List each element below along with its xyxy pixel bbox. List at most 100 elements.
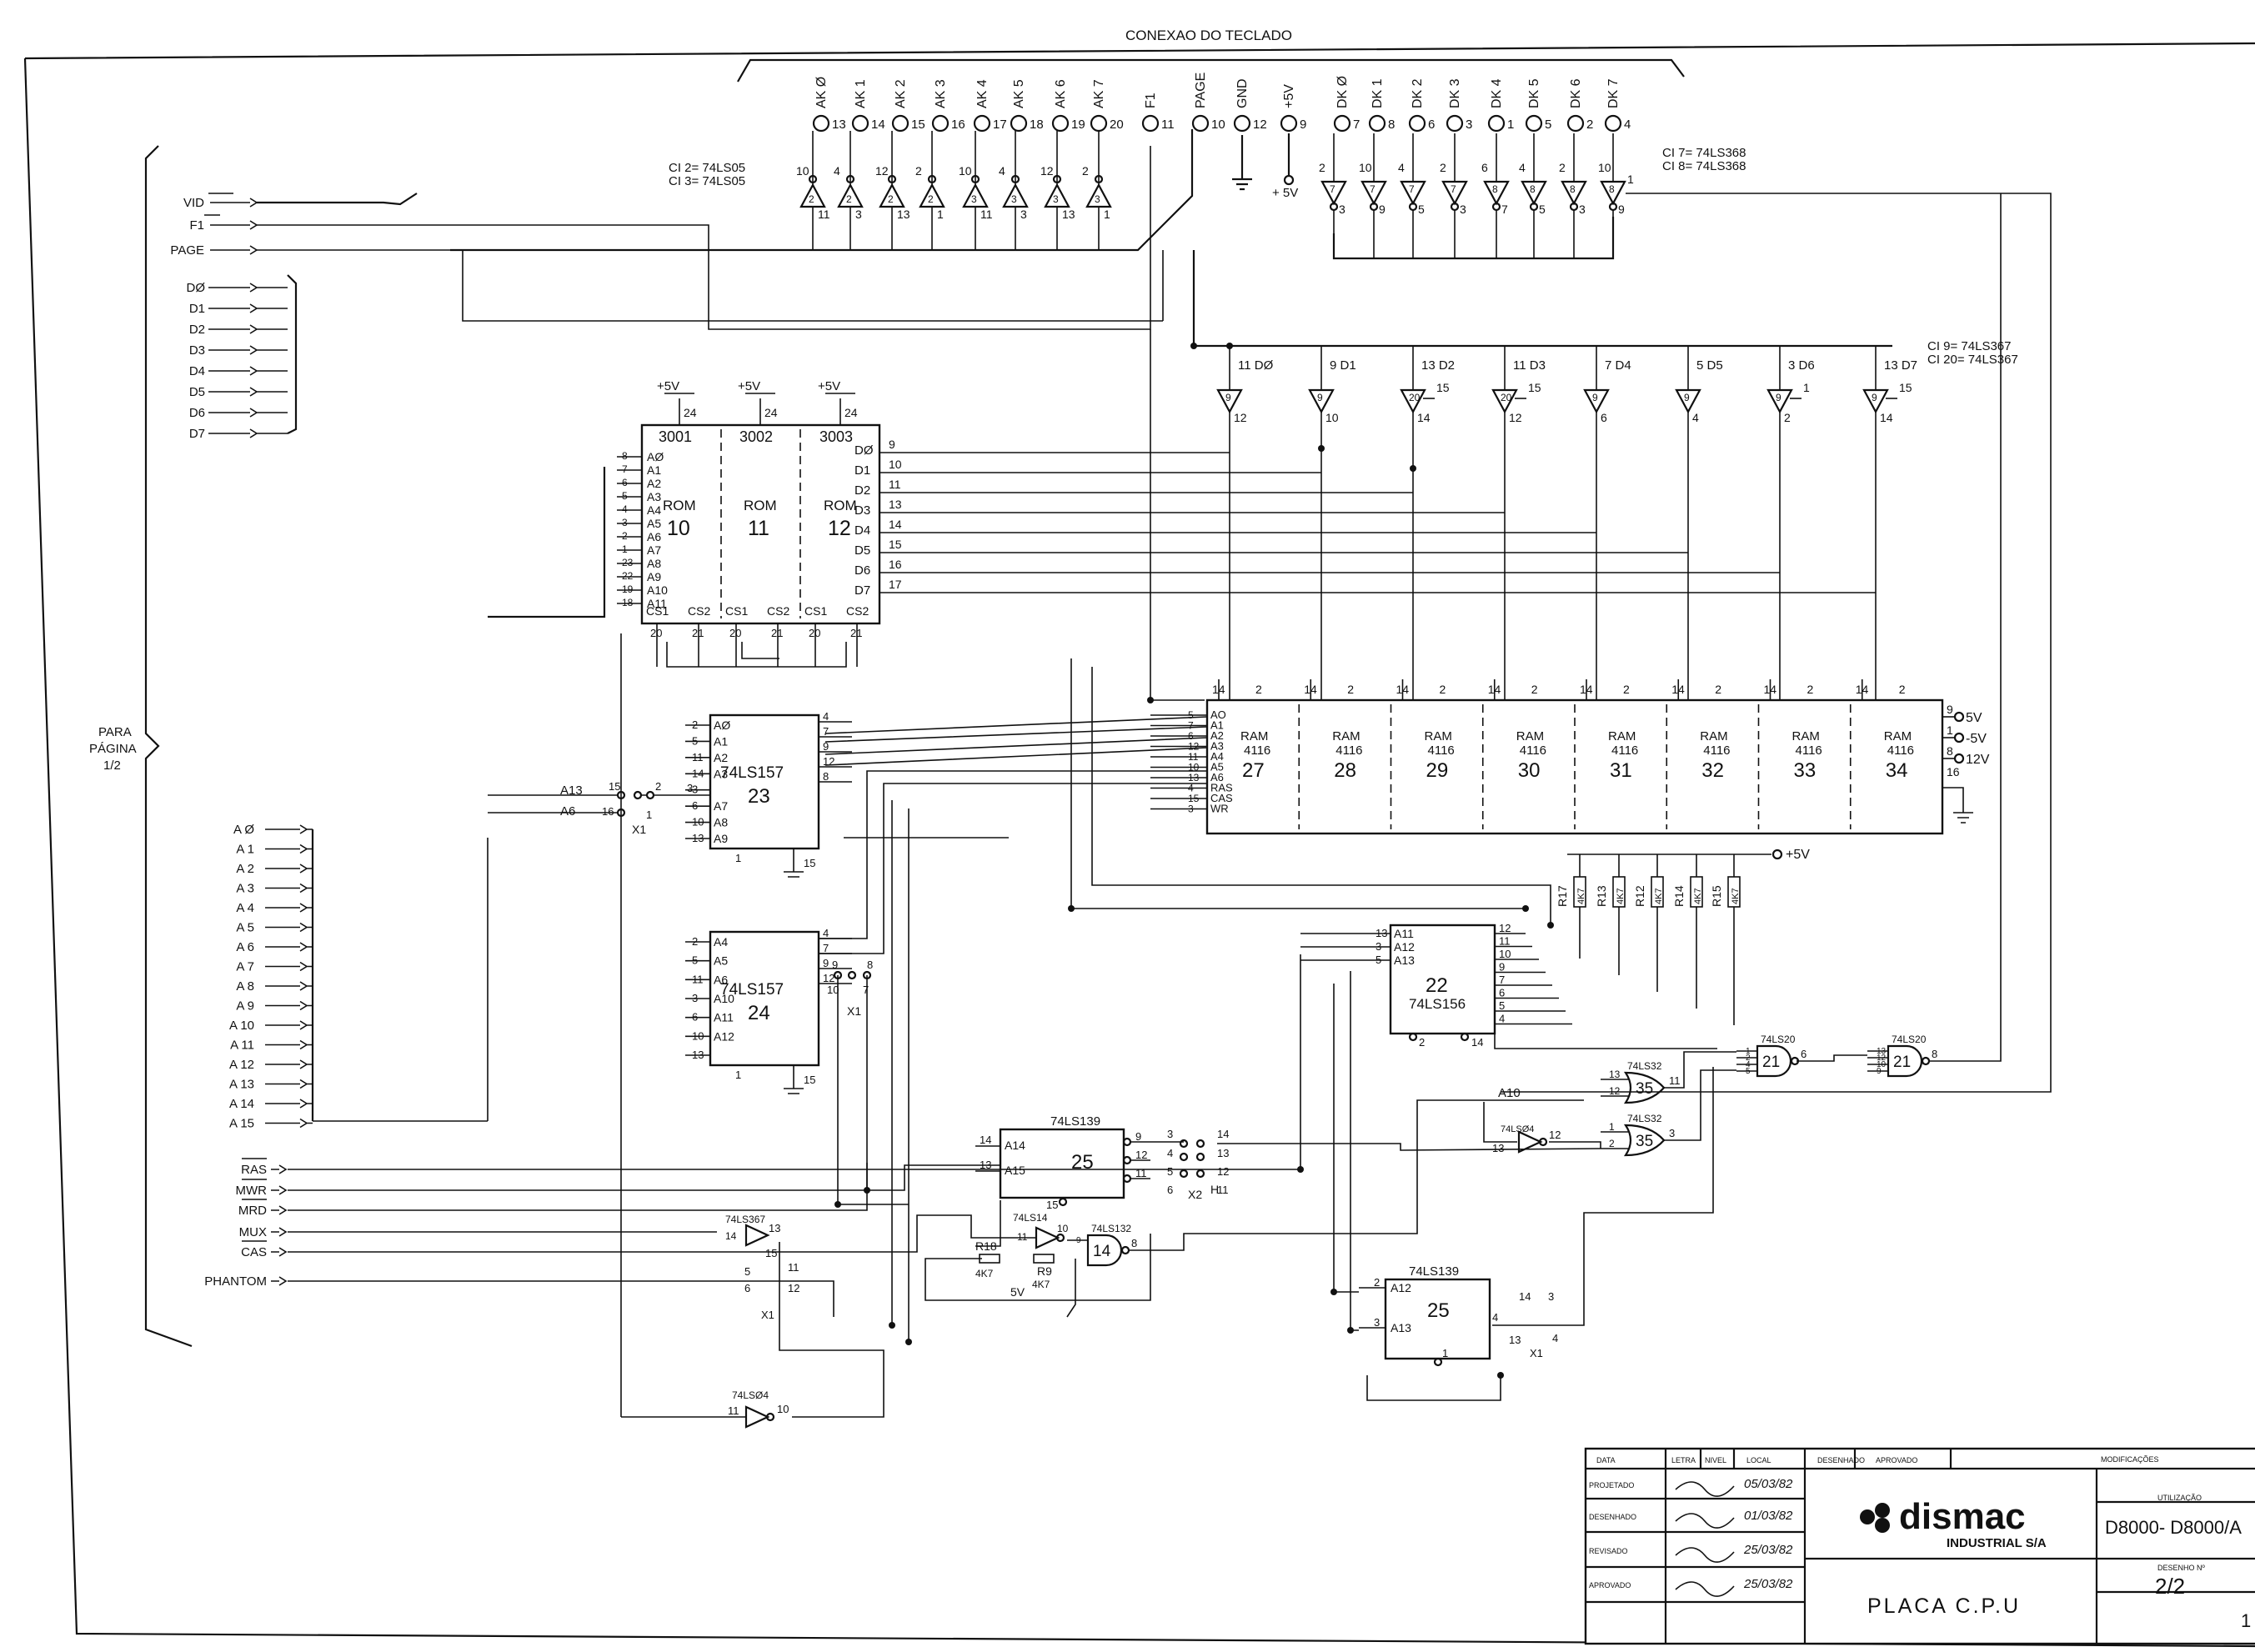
ci19-note-2: CI 20= 74LS367 bbox=[1927, 353, 2018, 367]
buffer-symbol: 7 bbox=[1320, 180, 1347, 206]
buffer-symbol: 2 bbox=[919, 183, 945, 208]
pin-number: 17 bbox=[993, 118, 1007, 132]
buffer-symbol: 8 bbox=[1561, 180, 1587, 206]
rom-number: 12 bbox=[828, 517, 851, 540]
junction-dot bbox=[1147, 697, 1154, 703]
buffer-unit-label: 2 bbox=[928, 193, 934, 205]
chip-select: CS2 bbox=[767, 604, 789, 618]
rom-addr-pin: 18 bbox=[622, 597, 634, 608]
ci78-note-1: CI 7= 74LS368 bbox=[1662, 146, 1746, 160]
pin-number: 20 bbox=[1110, 118, 1124, 132]
rom-addr-name: A7 bbox=[647, 543, 661, 557]
out-pin: 12 bbox=[1234, 411, 1247, 424]
out-pin: 3 bbox=[1579, 203, 1586, 216]
ram-addr-name: CAS bbox=[1210, 792, 1233, 804]
title-block-header: DATA bbox=[1596, 1456, 1616, 1464]
address-bus-line: A 4 bbox=[236, 901, 313, 915]
ram-part: 4116 bbox=[1335, 743, 1362, 758]
power-pin: 24 bbox=[844, 406, 858, 419]
pin-number: 15 bbox=[911, 118, 925, 132]
junction-dot bbox=[889, 1322, 895, 1329]
ram-number: 31 bbox=[1610, 759, 1632, 782]
decoder-number: 25 bbox=[1071, 1151, 1094, 1174]
chip-select: CS2 bbox=[688, 604, 710, 618]
ram-label: RAM bbox=[1332, 729, 1360, 743]
ram-label: RAM bbox=[1516, 729, 1544, 743]
ram-pwr-pin: 1 bbox=[1947, 723, 1953, 737]
enable-pin: 1 bbox=[1803, 381, 1810, 394]
ram-addr-name: A3 bbox=[1210, 740, 1224, 753]
ram-number: 28 bbox=[1334, 759, 1356, 782]
mux-out-pin: 7 bbox=[823, 725, 829, 738]
out-pin: 2 bbox=[1784, 411, 1791, 424]
out-pin: 13 bbox=[897, 208, 910, 221]
rom-addr-name: A4 bbox=[647, 503, 661, 517]
rom-addr-name: A11 bbox=[647, 597, 667, 610]
pin-number: 16 bbox=[951, 118, 965, 132]
address-bus-line: A 12 bbox=[229, 1058, 313, 1072]
invert-bubble bbox=[1094, 174, 1104, 184]
mux-out-pin: 9 bbox=[823, 740, 829, 753]
data-bus-line: D3 bbox=[189, 343, 288, 358]
signal-label: DØ bbox=[187, 281, 206, 295]
address-bus-line: A 3 bbox=[236, 882, 313, 896]
jumper-pin: 4 bbox=[1167, 1147, 1173, 1159]
ram-label: RAM bbox=[1792, 729, 1820, 743]
jumper-pin: 5 bbox=[1167, 1165, 1173, 1178]
gate-out-pin: 10 bbox=[1057, 1223, 1069, 1234]
connector-pin: 5DK 5 bbox=[1525, 78, 1551, 133]
mux-in-name: A2 bbox=[714, 751, 728, 764]
buffer-unit-label: 3 bbox=[1053, 193, 1059, 205]
inverter-input-label: A10 bbox=[1498, 1086, 1521, 1100]
invert-bubble bbox=[927, 174, 937, 184]
mux-part: 74LS157 bbox=[720, 764, 784, 782]
mux-out-pin: 9 bbox=[823, 957, 829, 969]
out-pin: 5 bbox=[1418, 203, 1425, 216]
signal-label: A 14 bbox=[229, 1097, 254, 1111]
jumper-pin: 13 bbox=[1509, 1334, 1521, 1346]
pin-number: 7 bbox=[1353, 118, 1360, 132]
decoder-number: 25 bbox=[1427, 1299, 1450, 1322]
ram-addr-name: AO bbox=[1210, 708, 1226, 721]
jumper-post bbox=[1179, 1152, 1189, 1162]
ram-pin-din: 2 bbox=[1347, 683, 1354, 696]
in-pin: 4 bbox=[834, 164, 840, 178]
connector-pin: 9+5V bbox=[1280, 84, 1306, 133]
resistor-ref: R15 bbox=[1710, 885, 1723, 907]
ram-pin-din: 2 bbox=[1440, 683, 1446, 696]
pin-ring bbox=[1566, 114, 1585, 133]
decoder-out-pin: 10 bbox=[1499, 948, 1511, 960]
signal-label: A 13 bbox=[229, 1078, 254, 1092]
left-bus-connector: PARA PÁGINA 1/2 VIDF1PAGEDØD1D2D3D4D5D6D… bbox=[89, 145, 1163, 1348]
resistor-value: 4K7 bbox=[975, 1268, 994, 1279]
decoder-en-pin: 1 bbox=[1442, 1347, 1448, 1359]
pin-ring bbox=[1368, 114, 1386, 133]
buffer-symbol: 9 bbox=[1308, 388, 1335, 414]
buffer-symbol: 3 bbox=[962, 183, 989, 208]
connector-title: CONEXAO DO TECLADO bbox=[1125, 28, 1292, 43]
dk-inverter: 867 bbox=[1481, 133, 1510, 258]
buffer-symbol bbox=[744, 1224, 770, 1247]
signal-label: A 1 bbox=[236, 843, 254, 857]
invert-bubble bbox=[1058, 1197, 1068, 1207]
jumper-name: X2 bbox=[1188, 1188, 1202, 1201]
page-ref-3: 1/2 bbox=[103, 758, 121, 773]
buffer-label: 11 D3 bbox=[1513, 358, 1546, 373]
address-bus-line: A 11 bbox=[230, 1039, 313, 1053]
enable-pin: 15 bbox=[1899, 381, 1912, 394]
title-block-header: LETRA bbox=[1671, 1456, 1696, 1464]
jumper-pin: 1 bbox=[646, 808, 652, 821]
signal-label: A 15 bbox=[229, 1117, 254, 1131]
out-pin: 3 bbox=[855, 208, 862, 221]
bus-control-signal: MWR bbox=[236, 1179, 288, 1198]
resistor-value: 4K7 bbox=[1032, 1279, 1050, 1290]
ram-pin-din: 2 bbox=[1807, 683, 1814, 696]
resistor-value: 4K7 bbox=[1576, 888, 1586, 904]
ram-label: RAM bbox=[1425, 729, 1452, 743]
invert-bubble bbox=[808, 174, 818, 184]
power-label: +5V bbox=[818, 379, 840, 393]
